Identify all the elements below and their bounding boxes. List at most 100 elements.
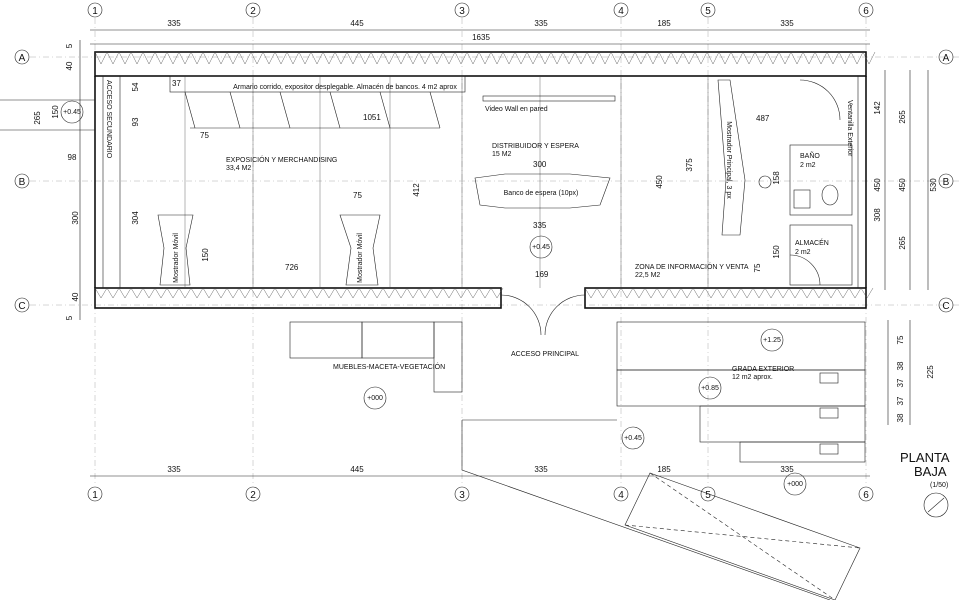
stair-dimensions: 75 38 37 37 38 225 — [887, 320, 935, 425]
truss-diagonal — [472, 51, 480, 65]
svg-text:Mostrador Móvil: Mostrador Móvil — [357, 233, 364, 283]
svg-text:304: 304 — [131, 211, 140, 225]
truss-diagonal — [424, 51, 432, 65]
svg-text:38: 38 — [896, 361, 905, 370]
truss-diagonal — [742, 51, 750, 65]
wardrobe-cabinet: Armario corrido, expositor desplegable. … — [169, 75, 466, 129]
waiting-bench: Banco de espera (10px) — [474, 173, 611, 209]
truss-diagonal — [184, 51, 192, 65]
truss-diagonal — [850, 51, 858, 65]
truss-diagonal — [800, 287, 808, 299]
axis-label: 2 — [250, 6, 256, 17]
truss-diagonal — [818, 287, 826, 299]
svg-text:+0.45: +0.45 — [624, 435, 642, 442]
svg-text:C: C — [18, 301, 25, 312]
truss-diagonal — [754, 51, 762, 65]
row-grid-lines — [30, 56, 960, 306]
truss-diagonal — [304, 287, 312, 299]
axis-label: 5 — [705, 490, 711, 501]
truss-diagonal — [608, 287, 616, 299]
svg-text:1051: 1051 — [363, 113, 381, 122]
truss-diagonal — [652, 51, 660, 65]
video-wall: Video Wall en pared — [482, 95, 616, 113]
truss-diagonal — [370, 287, 378, 299]
truss-diagonal — [130, 287, 138, 299]
truss-diagonal — [388, 51, 396, 65]
truss-diagonal — [244, 287, 252, 299]
truss-diagonal — [418, 51, 426, 65]
svg-text:33,4 M2: 33,4 M2 — [226, 165, 251, 172]
truss-diagonal — [640, 51, 648, 65]
truss-diagonal — [632, 287, 640, 299]
truss-diagonal — [274, 287, 282, 299]
truss-diagonal — [508, 51, 516, 65]
truss-diagonal — [790, 51, 798, 65]
svg-text:335: 335 — [534, 465, 548, 474]
truss-diagonal — [586, 51, 594, 65]
roof-truss-hatch — [94, 51, 876, 299]
truss-diagonal — [644, 287, 652, 299]
truss-diagonal — [358, 51, 366, 65]
truss-diagonal — [712, 51, 720, 65]
svg-text:530: 530 — [929, 178, 938, 192]
row-axis-bubbles: A B C A B C — [14, 49, 954, 313]
truss-diagonal — [166, 51, 174, 65]
truss-diagonal — [584, 287, 592, 299]
truss-diagonal — [160, 51, 168, 65]
truss-diagonal — [142, 51, 150, 65]
truss-diagonal — [724, 51, 732, 65]
exterior-ramp — [461, 419, 861, 600]
truss-diagonal — [758, 287, 766, 299]
truss-diagonal — [764, 287, 772, 299]
truss-diagonal — [310, 287, 318, 299]
truss-diagonal — [490, 287, 498, 299]
truss-diagonal — [358, 287, 366, 299]
truss-diagonal — [478, 51, 486, 65]
truss-diagonal — [328, 51, 336, 65]
svg-text:37: 37 — [172, 79, 181, 88]
svg-text:265: 265 — [33, 111, 42, 125]
truss-diagonal — [412, 51, 420, 65]
truss-diagonal — [382, 51, 390, 65]
svg-text:150: 150 — [51, 105, 60, 119]
truss-diagonal — [370, 51, 378, 65]
video-wall-label: Video Wall en pared — [485, 106, 548, 113]
right-dimensions: 142 450 308 265 450 265 530 — [873, 70, 938, 290]
axis-label: 3 — [459, 490, 465, 501]
truss-diagonal — [478, 287, 486, 299]
truss-diagonal — [268, 51, 276, 65]
truss-diagonal — [262, 51, 270, 65]
truss-diagonal — [322, 51, 330, 65]
truss-diagonal — [394, 51, 402, 65]
truss-diagonal — [526, 51, 534, 65]
svg-text:+1.25: +1.25 — [763, 337, 781, 344]
truss-diagonal — [112, 287, 120, 299]
truss-diagonal — [448, 287, 456, 299]
truss-diagonal — [670, 51, 678, 65]
svg-text:75: 75 — [200, 131, 209, 140]
truss-diagonal — [490, 51, 498, 65]
truss-diagonal — [454, 51, 462, 65]
svg-text:DISTRIBUIDOR Y ESPERA: DISTRIBUIDOR Y ESPERA — [492, 143, 579, 150]
svg-text:38: 38 — [896, 413, 905, 422]
truss-diagonal — [436, 51, 444, 65]
truss-diagonal — [604, 51, 612, 65]
truss-diagonal — [778, 51, 786, 65]
truss-diagonal — [868, 51, 876, 65]
truss-diagonal — [298, 287, 306, 299]
svg-text:40: 40 — [65, 61, 74, 70]
truss-diagonal — [190, 287, 198, 299]
truss-diagonal — [346, 51, 354, 65]
drawing-title: PLANTA BAJA (1/50) — [900, 450, 950, 518]
axis-label: 6 — [863, 6, 869, 17]
truss-diagonal — [142, 287, 150, 299]
svg-text:75: 75 — [353, 191, 362, 200]
svg-text:B: B — [943, 177, 950, 188]
truss-diagonal — [782, 287, 790, 299]
truss-diagonal — [340, 51, 348, 65]
truss-diagonal — [680, 287, 688, 299]
left-dimensions: 5 40 265 300 40 5 150 98 — [33, 40, 81, 320]
truss-diagonal — [262, 287, 270, 299]
truss-diagonal — [334, 51, 342, 65]
truss-diagonal — [202, 51, 210, 65]
